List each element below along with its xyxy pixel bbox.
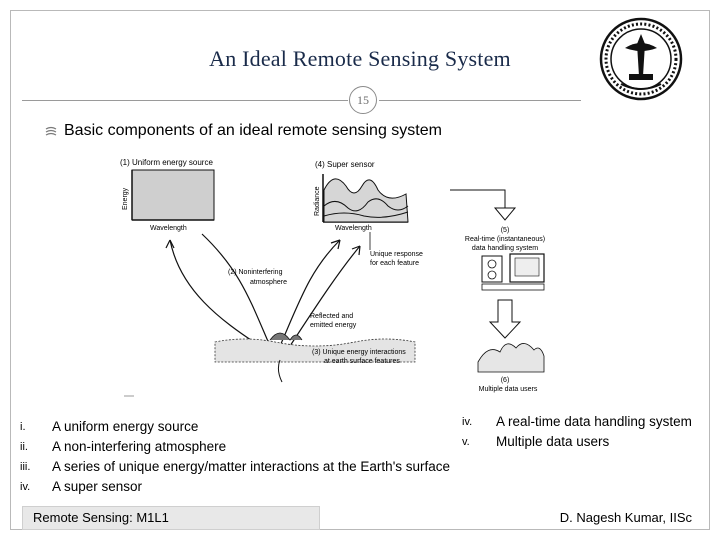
footer-author: D. Nagesh Kumar, IISc <box>559 510 692 525</box>
list-item: v. Multiple data users <box>462 432 712 452</box>
list-item-text: A uniform energy source <box>52 419 199 434</box>
diagram-label-refl-line1: Reflected and <box>310 313 353 320</box>
slide-title: An Ideal Remote Sensing System <box>209 46 511 71</box>
diagram-label-2-line1: (2) Noninterfering <box>228 269 283 276</box>
bullet-icon <box>45 126 57 136</box>
list-item-text: A series of unique energy/matter interac… <box>52 459 451 474</box>
list-item: iv. A real-time data handling system <box>462 412 712 432</box>
diagram-label-1-y: Energy <box>122 187 129 210</box>
list-item: i. A uniform energy source <box>20 417 480 437</box>
list-item-text: A real-time data handling system <box>496 414 692 429</box>
list-item-number: i. <box>20 421 26 433</box>
diagram-label-2-line2: atmosphere <box>250 279 287 286</box>
diagram-label-4-x: Wavelength <box>335 225 372 232</box>
diagram-label-unique-1: Unique response <box>370 251 423 258</box>
list-item-number: ii. <box>20 441 28 453</box>
list-item-text: Multiple data users <box>496 434 610 449</box>
diagram-label-6-line1: (6) <box>501 377 510 384</box>
institute-seal-icon <box>599 17 683 101</box>
section-heading: Basic components of an ideal remote sens… <box>64 122 442 139</box>
remote-sensing-diagram: (1) Uniform energy source Energy Wavelen… <box>120 158 545 397</box>
slide-frame <box>10 10 710 530</box>
list-item-text: A super sensor <box>52 479 143 494</box>
title-rule-left <box>22 100 348 101</box>
list-item-number: v. <box>462 436 470 448</box>
diagram-label-6-line2: Multiple data users <box>479 386 538 393</box>
diagram-label-unique-2: for each feature <box>370 260 419 267</box>
diagram-label-5-line3: data handling system <box>472 245 538 252</box>
diagram-label-3-line2: at earth surface features <box>324 358 400 365</box>
diagram-label-5-line2: Real-time (instantaneous) <box>465 236 545 243</box>
diagram-label-5-line1: (5) <box>501 227 510 234</box>
page-number: 15 <box>349 86 377 114</box>
list-item-number: iv. <box>462 416 473 428</box>
users-icon <box>477 343 545 373</box>
component-list-left: i. A uniform energy source ii. A non-inter… <box>20 417 480 497</box>
list-item: iii. A series of unique energy/matter int… <box>20 457 480 477</box>
footer-course: Remote Sensing: M1L1 <box>33 510 169 525</box>
component-list-right: iv. A real-time data handling system v. Mu… <box>462 412 712 452</box>
list-item-text: A non-interfering atmosphere <box>52 439 227 454</box>
diagram-label-refl-line2: emitted energy <box>310 322 357 329</box>
diagram-label-4-y: Radiance <box>314 186 321 216</box>
tape-drive-icon <box>481 255 503 283</box>
list-item: ii. A non-interfering atmosphere <box>20 437 480 457</box>
diagram-label-3-line1: (3) Unique energy interactions <box>312 349 406 356</box>
diagram-label-1: (1) Uniform energy source <box>120 158 213 167</box>
energy-source-plot <box>131 169 215 221</box>
list-item-number: iii. <box>20 461 31 473</box>
diagram-label-4: (4) Super sensor <box>315 160 375 169</box>
diagram-label-1-x: Wavelength <box>150 225 187 232</box>
footer-bar <box>22 506 320 530</box>
list-item-number: iv. <box>20 481 31 493</box>
earth-surface <box>214 338 416 363</box>
title-rule-right <box>379 100 581 101</box>
list-item: iv. A super sensor <box>20 477 480 497</box>
